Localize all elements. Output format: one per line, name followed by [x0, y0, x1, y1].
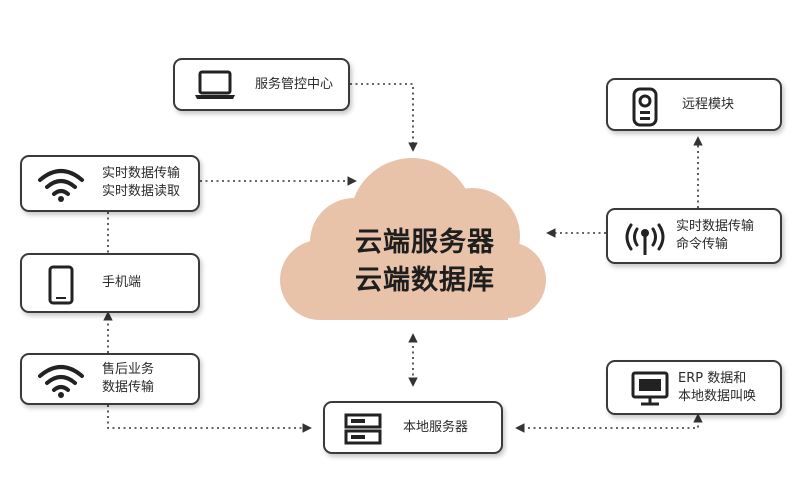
- laptop-icon: [195, 70, 235, 99]
- antenna-icon: [625, 223, 665, 255]
- node-mobile[interactable]: 手机端: [20, 253, 200, 313]
- monitor-icon: [631, 371, 669, 406]
- cloud-title: 云端服务器 云端数据库: [330, 224, 520, 300]
- after-sales-line-1: 售后业务: [102, 362, 155, 377]
- erp-label: ERP 数据和 本地数据叫唤: [678, 370, 756, 406]
- erp-line-2: 本地数据叫唤: [678, 389, 757, 404]
- node-realtime-read[interactable]: 实时数据传输 实时数据读取: [20, 155, 200, 212]
- line-local-erp: [515, 413, 703, 433]
- node-service-center[interactable]: 服务管控中心: [173, 58, 350, 111]
- remote-module-label: 远程模块: [682, 97, 735, 112]
- phone-icon: [48, 265, 74, 305]
- cloud-line-2: 云端数据库: [355, 265, 495, 296]
- realtime-read-line-2: 实时数据读取: [102, 184, 181, 199]
- wifi-icon: [38, 365, 84, 398]
- cloud-shape: [280, 158, 546, 320]
- realtime-read-line-1: 实时数据传输: [102, 166, 181, 181]
- realtime-command-line-2: 命令传输: [676, 237, 729, 252]
- mobile-label: 手机端: [102, 275, 142, 290]
- realtime-command-label: 实时数据传输 命令传输: [676, 218, 754, 254]
- node-after-sales[interactable]: 售后业务 数据传输: [20, 353, 200, 405]
- server-icon: [344, 413, 382, 445]
- node-realtime-command[interactable]: 实时数据传输 命令传输: [606, 208, 782, 264]
- after-sales-line-2: 数据传输: [102, 380, 155, 395]
- cloud-line-1: 云端服务器: [355, 227, 495, 258]
- service-center-label: 服务管控中心: [255, 77, 334, 92]
- erp-line-1: ERP 数据和: [678, 371, 747, 386]
- node-local-server[interactable]: 本地服务器: [323, 401, 503, 454]
- node-remote-module[interactable]: 远程模块: [606, 78, 782, 131]
- remote-icon: [632, 87, 658, 127]
- local-server-label: 本地服务器: [403, 420, 469, 435]
- line-aftersales-to-local: [107, 405, 312, 433]
- wifi-icon: [38, 169, 84, 202]
- after-sales-label: 售后业务 数据传输: [102, 361, 154, 397]
- realtime-read-label: 实时数据传输 实时数据读取: [102, 165, 180, 201]
- node-erp[interactable]: ERP 数据和 本地数据叫唤: [606, 360, 782, 415]
- realtime-command-line-1: 实时数据传输: [676, 219, 755, 234]
